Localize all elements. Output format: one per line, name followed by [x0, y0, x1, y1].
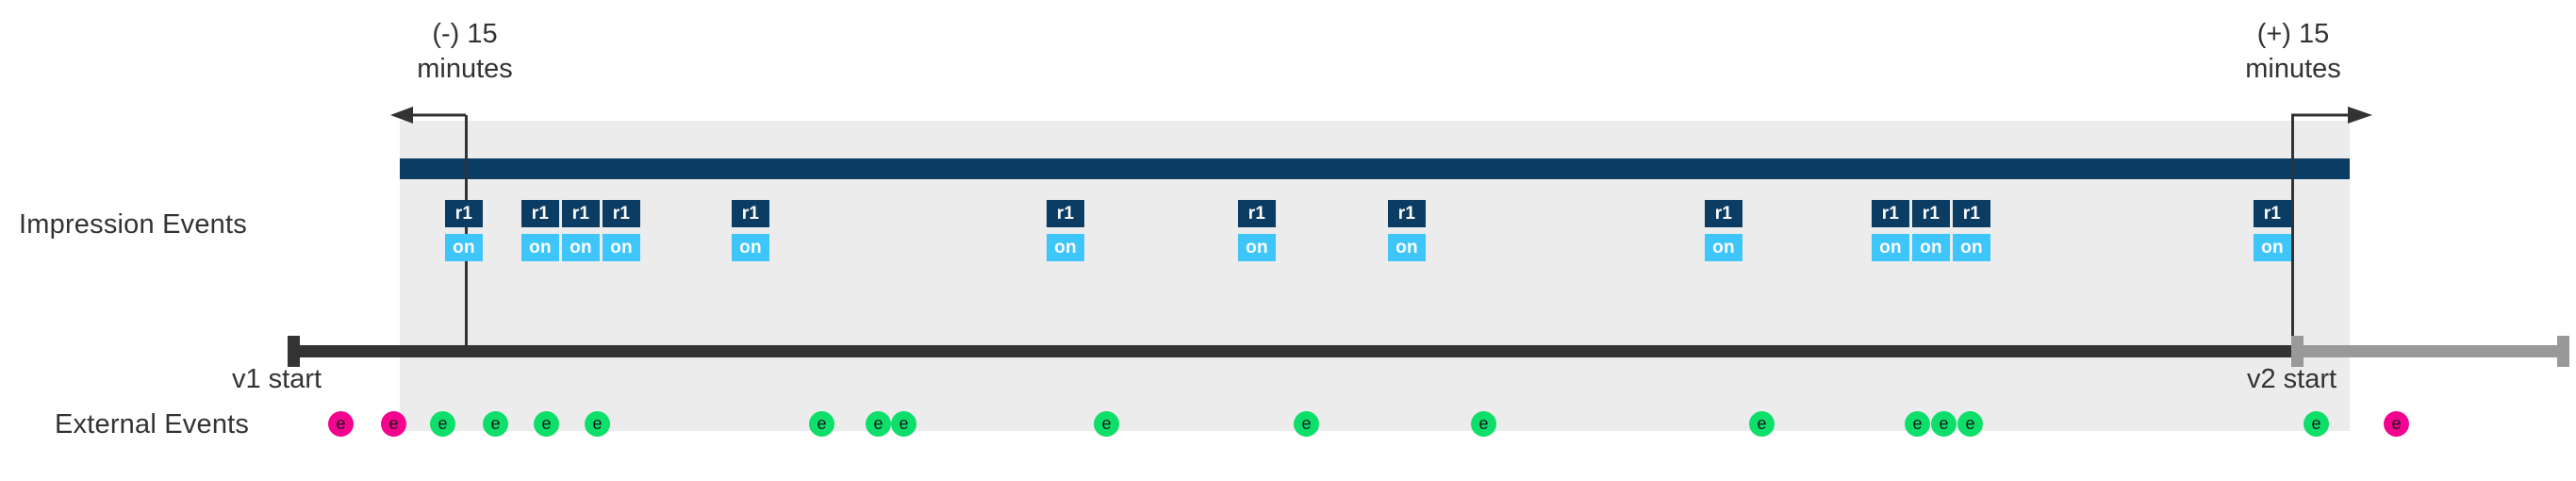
impression-chip-r1: r1 — [1705, 200, 1742, 227]
callout-plus-15-minutes: (+) 15 minutes — [2208, 17, 2378, 87]
impression-chip-r1: r1 — [562, 200, 600, 227]
timeline-rail-v1-start-cap — [288, 336, 300, 367]
callout-minus-15-line2: minutes — [417, 54, 513, 85]
impression-chip-on: on — [1912, 234, 1950, 261]
impression-chip-r1: r1 — [1388, 200, 1426, 227]
external-event-dot-inside: e — [534, 411, 559, 437]
impression-chip-on: on — [445, 234, 483, 261]
external-event-dot-inside: e — [1931, 411, 1957, 437]
timeline-rail-v2-end-cap — [2557, 336, 2569, 367]
impression-chip-on: on — [1238, 234, 1276, 261]
impression-chip-on: on — [1388, 234, 1426, 261]
impression-chip-r1: r1 — [1912, 200, 1950, 227]
impression-chip-r1: r1 — [445, 200, 483, 227]
external-event-dot-outside: e — [328, 411, 354, 437]
callout-plus-15-line2: minutes — [2245, 54, 2341, 85]
timeline-rail-v2 — [2291, 345, 2569, 357]
external-event-dot-inside: e — [1905, 411, 1930, 437]
impression-chip-on: on — [1872, 234, 1909, 261]
external-event-dot-inside: e — [483, 411, 508, 437]
row-label-impression-events: Impression Events — [19, 209, 247, 240]
impression-chip-on: on — [603, 234, 640, 261]
rail-marker-v1-start: v1 start — [232, 364, 322, 394]
external-event-dot-inside: e — [1749, 411, 1775, 437]
impression-chip-r1: r1 — [1238, 200, 1276, 227]
external-event-dot-inside: e — [866, 411, 891, 437]
impression-chip-on: on — [562, 234, 600, 261]
impression-chip-on: on — [1705, 234, 1742, 261]
impression-chip-r1: r1 — [603, 200, 640, 227]
external-event-dot-inside: e — [1471, 411, 1496, 437]
guide-plus-15-boundary — [2291, 115, 2294, 354]
arrow-right-icon — [2291, 107, 2372, 124]
impression-chip-r1: r1 — [1872, 200, 1909, 227]
impression-chip-r1: r1 — [1047, 200, 1084, 227]
rail-marker-v2-start: v2 start — [2247, 364, 2337, 394]
impression-chip-r1: r1 — [1953, 200, 1990, 227]
callout-minus-15-line1: (-) 15 — [432, 19, 498, 49]
timeline-rail-v1 — [288, 345, 2291, 357]
impression-chip-on: on — [1953, 234, 1990, 261]
impression-chip-r1: r1 — [732, 200, 769, 227]
callout-plus-15-line1: (+) 15 — [2256, 19, 2330, 49]
timeline-rail-v2-start-cap — [2291, 336, 2304, 367]
callout-minus-15-minutes: (-) 15 minutes — [380, 17, 550, 87]
external-event-dot-inside: e — [430, 411, 455, 437]
external-event-dot-inside: e — [1957, 411, 1983, 437]
external-event-dot-inside: e — [1294, 411, 1319, 437]
external-event-dot-inside: e — [2304, 411, 2329, 437]
impression-chip-r1: r1 — [521, 200, 559, 227]
version-bar — [400, 158, 2350, 179]
impression-chip-on: on — [521, 234, 559, 261]
impression-chip-on: on — [732, 234, 769, 261]
external-event-dot-inside: e — [891, 411, 916, 437]
impression-chip-on: on — [2254, 234, 2291, 261]
external-event-dot-inside: e — [809, 411, 834, 437]
external-event-dot-inside: e — [1094, 411, 1119, 437]
row-label-external-events: External Events — [55, 409, 250, 440]
impression-chip-r1: r1 — [2254, 200, 2291, 227]
external-event-dot-outside: e — [2384, 411, 2409, 437]
impression-chip-on: on — [1047, 234, 1084, 261]
external-event-dot-inside: e — [585, 411, 610, 437]
external-event-dot-outside: e — [381, 411, 406, 437]
arrow-left-icon — [390, 107, 466, 124]
